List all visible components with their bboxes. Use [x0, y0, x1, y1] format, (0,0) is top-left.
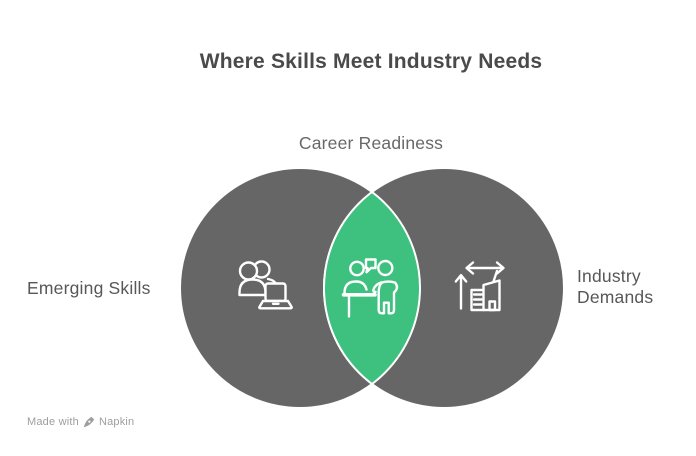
- watermark-prefix: Made with: [27, 416, 79, 428]
- intersection-label: Career Readiness: [298, 133, 444, 153]
- watermark-brand: Napkin: [98, 416, 135, 428]
- intersection-lens-border: [323, 168, 420, 408]
- interview-meeting-icon: [341, 258, 399, 318]
- page-title: Where Skills Meet Industry Needs: [199, 50, 543, 73]
- left-circle-label: Emerging Skills: [27, 278, 151, 298]
- industry-building-arrows-icon: [454, 261, 505, 312]
- napkin-pen-icon: [83, 416, 95, 428]
- watermark: Made with Napkin: [27, 416, 134, 428]
- right-circle-label: Industry Demands: [577, 266, 654, 307]
- people-laptop-icon: [238, 260, 293, 310]
- intersection-lens: [324, 168, 421, 408]
